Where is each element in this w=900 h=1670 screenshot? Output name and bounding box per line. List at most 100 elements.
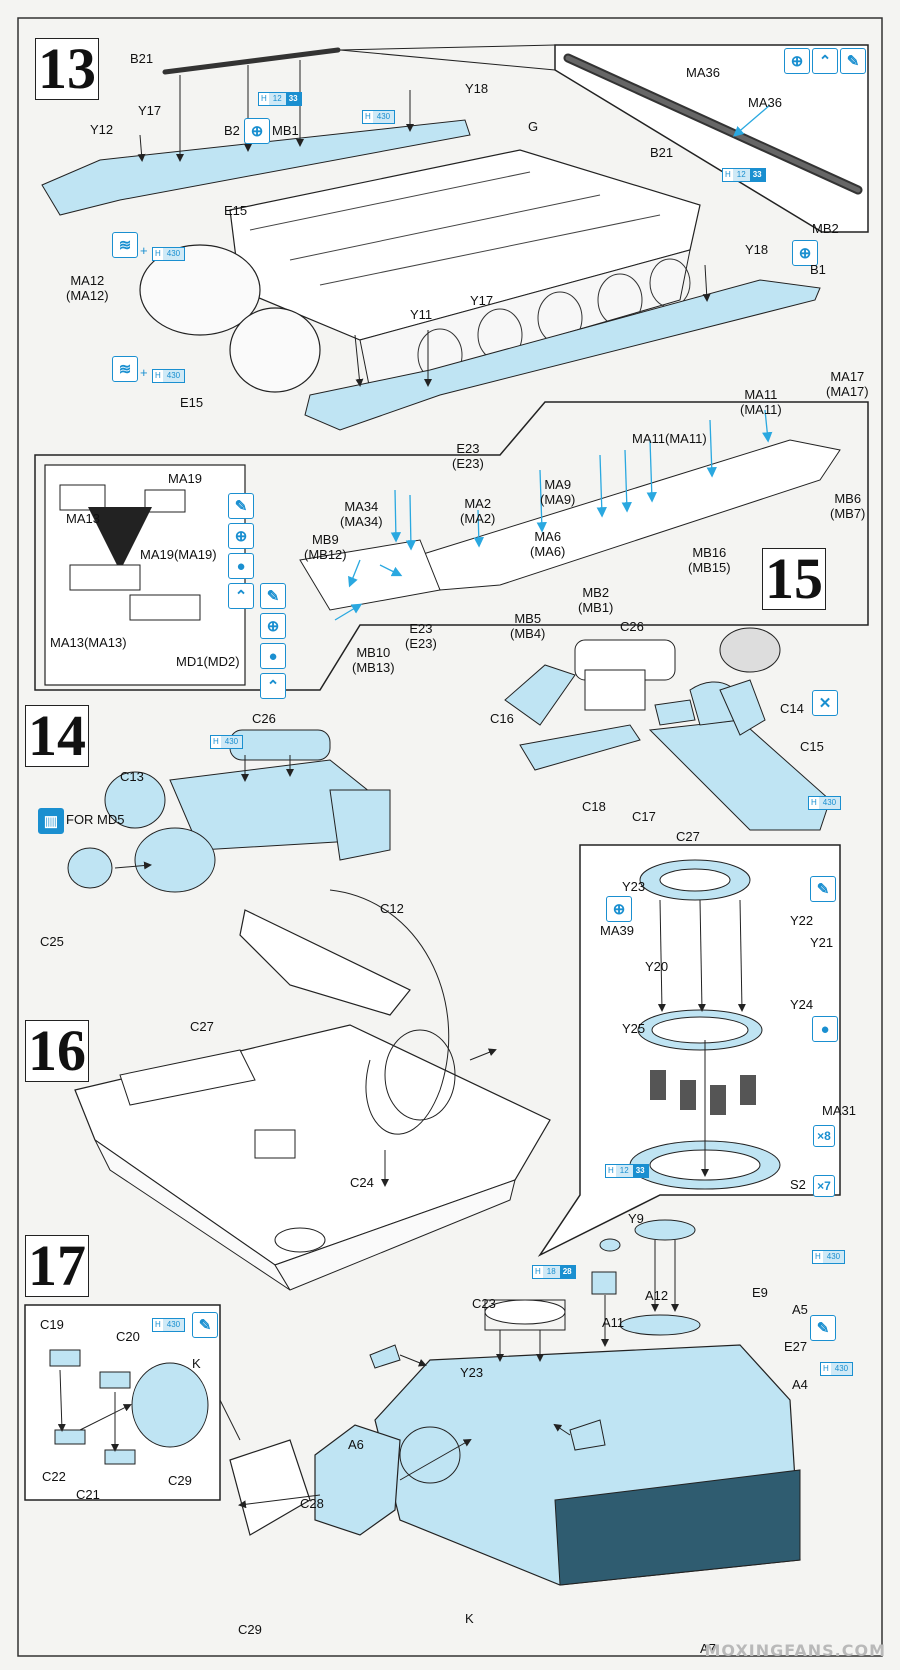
- part-label: MA6 (MA6): [530, 529, 566, 559]
- water-drop-icon: ●: [260, 643, 286, 669]
- part-label: A12: [645, 1288, 669, 1303]
- part-label: MA19(MA19): [140, 547, 217, 562]
- part-label: MA17 (MA17): [826, 369, 869, 399]
- part-label: C14: [780, 701, 804, 716]
- plus-sign: +: [140, 365, 148, 380]
- part-label: C16: [490, 711, 514, 726]
- part-label: B21: [650, 145, 674, 160]
- part-label: Y18: [745, 242, 769, 257]
- part-label: A5: [792, 1302, 808, 1317]
- part-label: C17: [632, 809, 656, 824]
- part-label: Y9: [628, 1211, 644, 1226]
- watermark: MOXINGFANS.COM: [704, 1641, 886, 1660]
- part-label: FOR MD5: [66, 812, 125, 827]
- part-label: MB1: [272, 123, 299, 138]
- part-label: C29: [238, 1622, 262, 1637]
- part-label: E15: [180, 395, 204, 410]
- glue-icon: ✎: [810, 876, 836, 902]
- part-label: A6: [348, 1437, 364, 1452]
- part-label: Y23: [460, 1365, 484, 1380]
- part-label: A11: [602, 1315, 625, 1330]
- glue-icon: ✎: [840, 48, 866, 74]
- part-label: Y23: [622, 879, 646, 894]
- part-label: C21: [76, 1487, 100, 1502]
- part-label: MA19: [168, 471, 202, 486]
- part-label: C26: [620, 619, 644, 634]
- part-label: C27: [676, 829, 700, 844]
- texture-icon: ≋: [112, 356, 138, 382]
- part-label: C25: [40, 934, 64, 949]
- part-label: K: [465, 1611, 474, 1626]
- bend-icon: ⌃: [228, 583, 254, 609]
- no-glue-icon: ✕: [812, 690, 838, 716]
- step-number-15: 15: [762, 548, 826, 610]
- attach-icon: ⊕: [784, 48, 810, 74]
- part-label: C23: [472, 1296, 496, 1311]
- paint-stripe-icon: ▥: [38, 808, 64, 834]
- part-label: MB16 (MB15): [688, 545, 731, 575]
- part-label: A7: [700, 1641, 716, 1656]
- attach-icon: ⊕: [260, 613, 286, 639]
- glue-icon: ✎: [810, 1315, 836, 1341]
- part-label: C29: [168, 1473, 192, 1488]
- part-label: B21: [130, 51, 154, 66]
- part-label: C18: [582, 799, 606, 814]
- multiplier-badge: ×7: [813, 1175, 835, 1197]
- step-number-16: 16: [25, 1020, 89, 1082]
- part-label: S2: [790, 1177, 806, 1192]
- step-number-17: 17: [25, 1235, 89, 1297]
- plus-sign: +: [140, 243, 148, 258]
- part-label: C19: [40, 1317, 64, 1332]
- part-label: C24: [350, 1175, 374, 1190]
- part-label: E9: [752, 1285, 768, 1300]
- part-label: B2: [224, 123, 240, 138]
- part-label: B1: [810, 262, 826, 277]
- part-label: MB10 (MB13): [352, 645, 395, 675]
- part-label: MA11 (MA11): [740, 387, 782, 417]
- part-label: A4: [792, 1377, 808, 1392]
- part-label: MA13(MA13): [50, 635, 127, 650]
- part-label: E27: [784, 1339, 808, 1354]
- part-label: MD1(MD2): [176, 654, 240, 669]
- part-label: MA13: [66, 511, 100, 526]
- part-label: MB9 (MB12): [304, 532, 347, 562]
- part-label: C15: [800, 739, 824, 754]
- step-number-13: 13: [35, 38, 99, 100]
- texture-icon: ≋: [112, 232, 138, 258]
- part-label: K: [192, 1356, 201, 1371]
- multiplier-badge: ×8: [813, 1125, 835, 1147]
- part-label: C26: [252, 711, 276, 726]
- part-label: C27: [190, 1019, 214, 1034]
- water-drop-icon: ●: [812, 1016, 838, 1042]
- part-label: MB5 (MB4): [510, 611, 546, 641]
- glue-icon: ✎: [260, 583, 286, 609]
- part-label: E23 (E23): [452, 441, 484, 471]
- part-label: MA12 (MA12): [66, 273, 109, 303]
- part-label: Y11: [410, 307, 433, 322]
- part-label: E15: [224, 203, 248, 218]
- part-label: Y12: [90, 122, 114, 137]
- bend-icon: ⌃: [260, 673, 286, 699]
- water-drop-icon: ●: [228, 553, 254, 579]
- part-label: Y25: [622, 1021, 646, 1036]
- attach-icon: ⊕: [228, 523, 254, 549]
- part-label: MB2: [812, 221, 839, 236]
- part-label: MA31: [822, 1103, 856, 1118]
- attach-icon: ⊕: [792, 240, 818, 266]
- part-label: MA34 (MA34): [340, 499, 383, 529]
- glue-icon: ✎: [192, 1312, 218, 1338]
- part-label: Y21: [810, 935, 834, 950]
- part-label: MA36: [686, 65, 720, 80]
- part-label: C28: [300, 1496, 324, 1511]
- part-label: MA9 (MA9): [540, 477, 576, 507]
